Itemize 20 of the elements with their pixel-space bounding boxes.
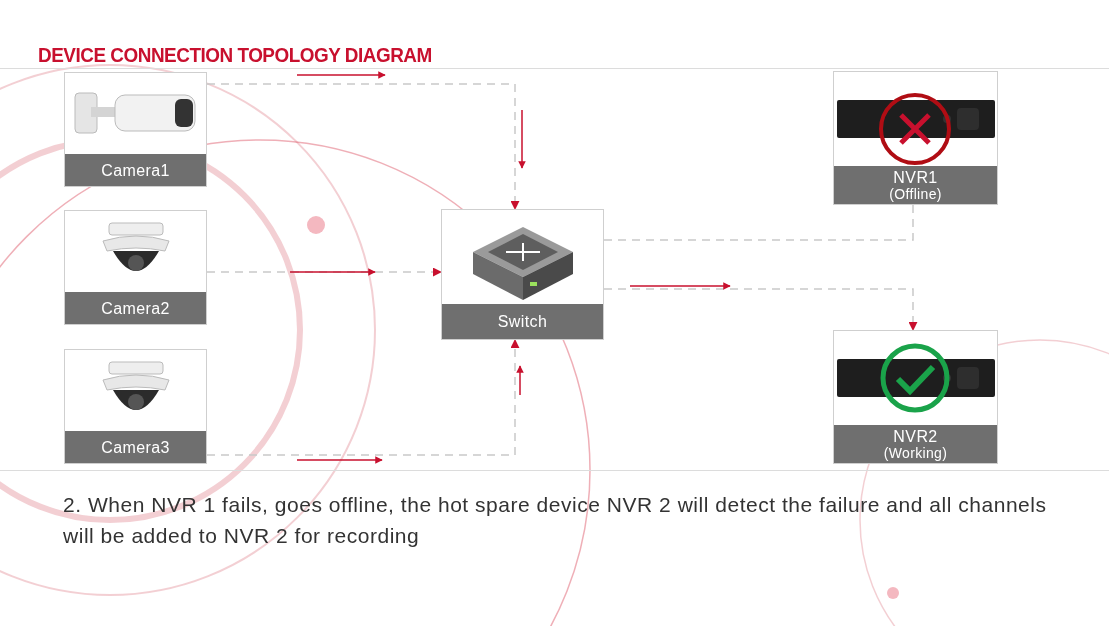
device-card: [64, 210, 207, 325]
device-card: [833, 71, 998, 205]
device-status: (Offline): [889, 185, 942, 202]
device-name: NVR2: [893, 427, 938, 445]
device-name: NVR1: [893, 168, 938, 186]
connector-line: [206, 83, 520, 210]
device-name: Camera3: [101, 438, 170, 456]
diagram-title: DEVICE CONNECTION TOPOLOGY DIAGRAM: [38, 42, 432, 68]
device-card: [64, 72, 207, 187]
connector-line: [206, 339, 520, 456]
device-name: Camera1: [101, 161, 170, 179]
caption-text: 2. When NVR 1 fails, goes offline, the hot spare device NVR 2 will detect the failure and all channels will be added to NVR 2 for recording: [63, 492, 1048, 549]
device-name: Switch: [497, 313, 548, 330]
connector-line: [603, 288, 918, 331]
device-card: [64, 349, 207, 464]
device-card: [833, 330, 998, 464]
device-status: (Working): [883, 444, 948, 461]
device-card: [441, 209, 604, 340]
connector-line: [603, 204, 914, 241]
device-name: Camera2: [101, 299, 170, 317]
